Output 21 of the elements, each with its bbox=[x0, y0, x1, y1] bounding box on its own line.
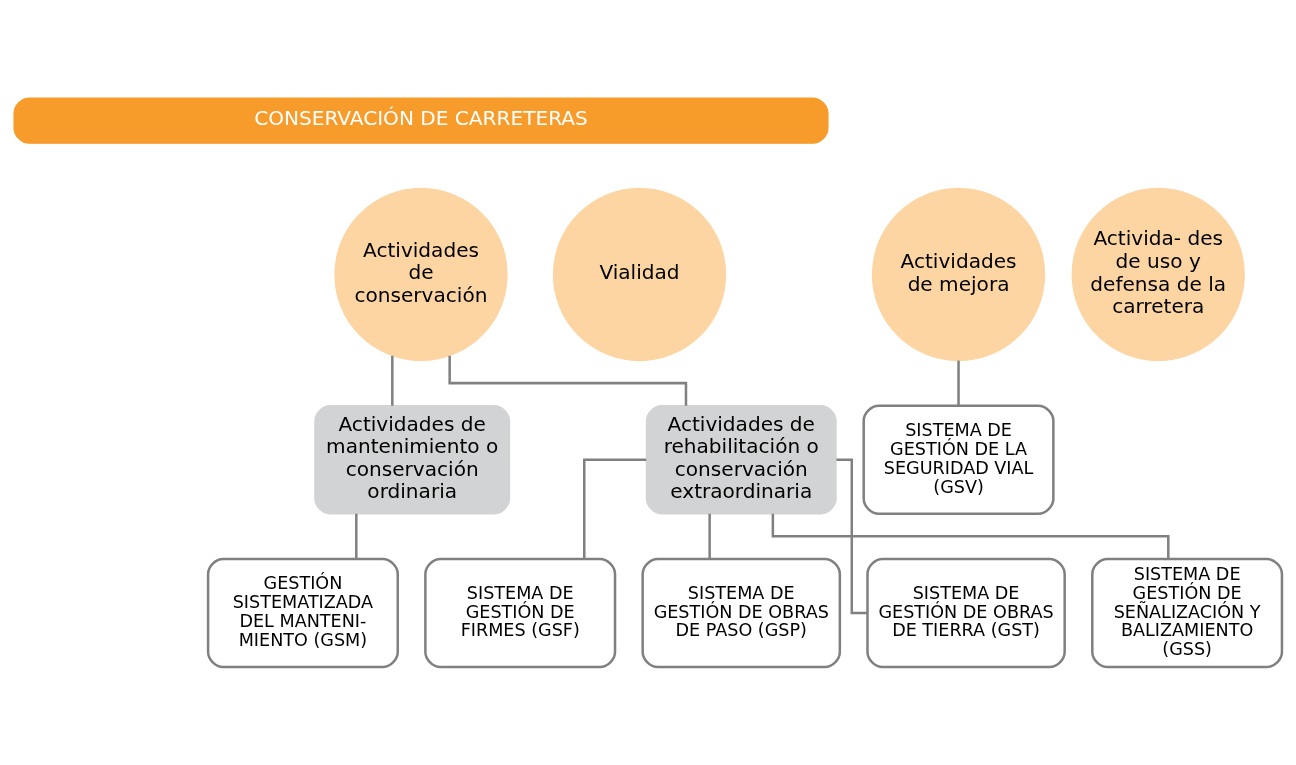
node-circle: Actividades de mejora bbox=[871, 187, 1046, 362]
connector bbox=[708, 513, 711, 559]
connector bbox=[836, 458, 868, 615]
node-box: SISTEMA DE GESTIÓN DE LA SEGURIDAD VIAL (GSV) bbox=[862, 404, 1055, 515]
node-circle: Vialidad bbox=[552, 187, 727, 362]
node-box: SISTEMA DE GESTIÓN DE OBRAS DE TIERRA (GST) bbox=[866, 557, 1066, 669]
node-box: SISTEMA DE GESTIÓN DE OBRAS DE PASO (GSP) bbox=[641, 557, 842, 669]
node-box: CONSERVACIÓN DE CARRETERAS bbox=[13, 97, 829, 144]
node-box: SISTEMA DE GESTIÓN DE SEÑALIZACIÓN Y BALIZAMIENTO (GSS) bbox=[1091, 557, 1284, 669]
node-box: Actividades de mantenimiento o conservación ordinaria bbox=[314, 405, 511, 515]
node-circle: Actividades de conservación bbox=[334, 187, 508, 362]
connector bbox=[771, 513, 1170, 559]
node-box: SISTEMA DE GESTIÓN DE FIRMES (GSF) bbox=[424, 557, 617, 669]
connector bbox=[583, 458, 647, 559]
connector bbox=[448, 355, 688, 406]
node-circle: Activida- des de uso y defensa de la carretera bbox=[1071, 187, 1245, 362]
node-box: GESTIÓN SISTEMATIZADA DEL MANTENI- MIENTO (GSM) bbox=[206, 557, 399, 669]
connector bbox=[957, 360, 960, 406]
node-box: Actividades de rehabilitación o conservación extraordinaria bbox=[645, 405, 837, 515]
connector bbox=[355, 513, 358, 559]
connector bbox=[391, 355, 394, 406]
